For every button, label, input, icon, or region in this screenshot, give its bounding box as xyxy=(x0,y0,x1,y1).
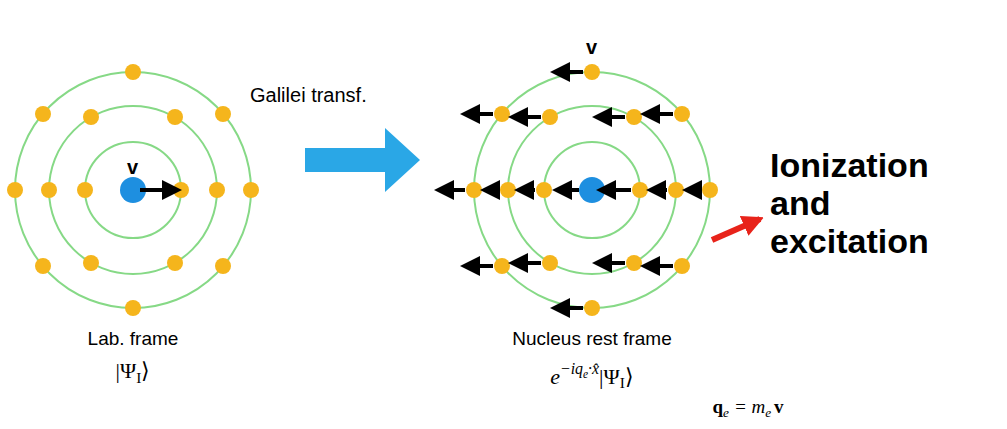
formula-index: I xyxy=(620,374,625,391)
formula-index: e xyxy=(583,368,588,380)
formula-index: ·x̂ xyxy=(588,360,599,377)
nucleus-frame-atom xyxy=(438,64,718,316)
frame-label: Lab. frame xyxy=(88,328,179,350)
transform-arrow xyxy=(305,128,420,192)
momentum-formula: qe= mev xyxy=(712,396,783,421)
formula-symbol: v xyxy=(774,396,784,417)
frame-label: Nucleus rest frame xyxy=(512,328,671,350)
ionization-arrow xyxy=(712,219,760,240)
formula-symbol: e xyxy=(550,364,560,389)
state-formula: |ΨI⟩ xyxy=(116,358,151,387)
formula-symbol: q xyxy=(712,396,723,417)
formula-symbol: ⟩ xyxy=(625,364,634,389)
formula-index: e xyxy=(723,405,729,420)
formula-symbol: |Ψ xyxy=(599,364,620,389)
formula-index: I xyxy=(136,369,141,386)
velocity-label: v xyxy=(127,156,138,179)
formula-index: −iq xyxy=(560,360,583,377)
process-label: Ionization and excitation xyxy=(770,146,960,260)
formula-symbol: ⟩ xyxy=(141,358,150,383)
formula-index: e xyxy=(765,405,771,420)
velocity-label: v xyxy=(586,36,597,59)
formula-symbol: = m xyxy=(734,396,765,417)
boosted-state-formula: e−iqe·x̂|ΨI⟩ xyxy=(550,360,634,392)
formula-symbol: |Ψ xyxy=(116,358,137,383)
transform-label: Galilei transf. xyxy=(250,84,367,107)
lab-frame-atom xyxy=(7,64,259,316)
